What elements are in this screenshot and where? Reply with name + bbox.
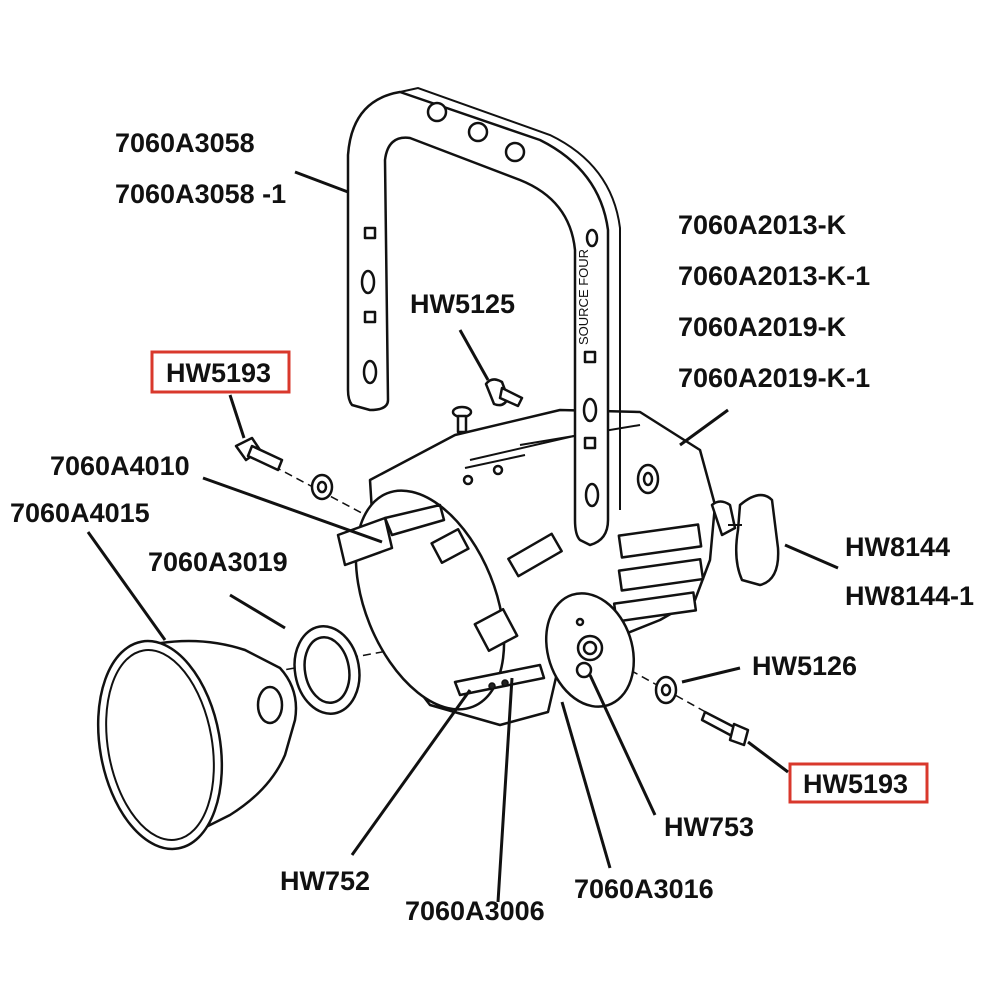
label-clip-left: 7060A4010 <box>50 451 190 481</box>
left-clip-icon <box>336 503 446 567</box>
label-knob-a: HW8144 <box>845 532 950 562</box>
right-washer-icon <box>654 675 678 705</box>
top-screw-icon <box>451 378 524 434</box>
label-hw752: HW752 <box>280 866 370 896</box>
yoke-imprint-text: SOURCE FOUR <box>576 249 591 345</box>
label-body-d: 7060A2019-K-1 <box>678 363 870 393</box>
label-yoke-a: 7060A3058 <box>115 128 255 158</box>
bottom-bracket-icon <box>453 663 546 697</box>
highlight-box-left <box>150 350 291 394</box>
label-plate: 7060A3016 <box>574 874 714 904</box>
label-washer-right: HW5126 <box>752 651 857 681</box>
reflector-icon <box>96 639 298 851</box>
label-bracket: 7060A3006 <box>405 896 545 926</box>
label-bolt-left: HW5193 <box>166 358 271 388</box>
yoke-washer-icon <box>636 463 660 495</box>
highlight-box-right <box>788 762 929 804</box>
ring-icon <box>293 625 361 715</box>
yoke-knob-icon <box>710 493 780 587</box>
yoke-icon: SOURCE FOUR <box>346 86 621 547</box>
label-bolt-right: HW5193 <box>803 769 908 799</box>
label-yoke-b: 7060A3058 -1 <box>115 179 286 209</box>
label-screw-top: HW5125 <box>410 289 515 319</box>
label-ring: 7060A3019 <box>148 547 288 577</box>
right-bolt-icon <box>700 710 750 747</box>
label-reflector: 7060A4015 <box>10 498 150 528</box>
left-bolt-icon <box>234 436 334 501</box>
label-knob-b: HW8144-1 <box>845 581 974 611</box>
lamp-body-icon <box>354 408 717 727</box>
label-body-a: 7060A2013-K <box>678 210 847 240</box>
label-body-b: 7060A2013-K-1 <box>678 261 870 291</box>
label-body-c: 7060A2019-K <box>678 312 847 342</box>
label-hw753: HW753 <box>664 812 754 842</box>
rear-plate-icon <box>544 592 636 708</box>
